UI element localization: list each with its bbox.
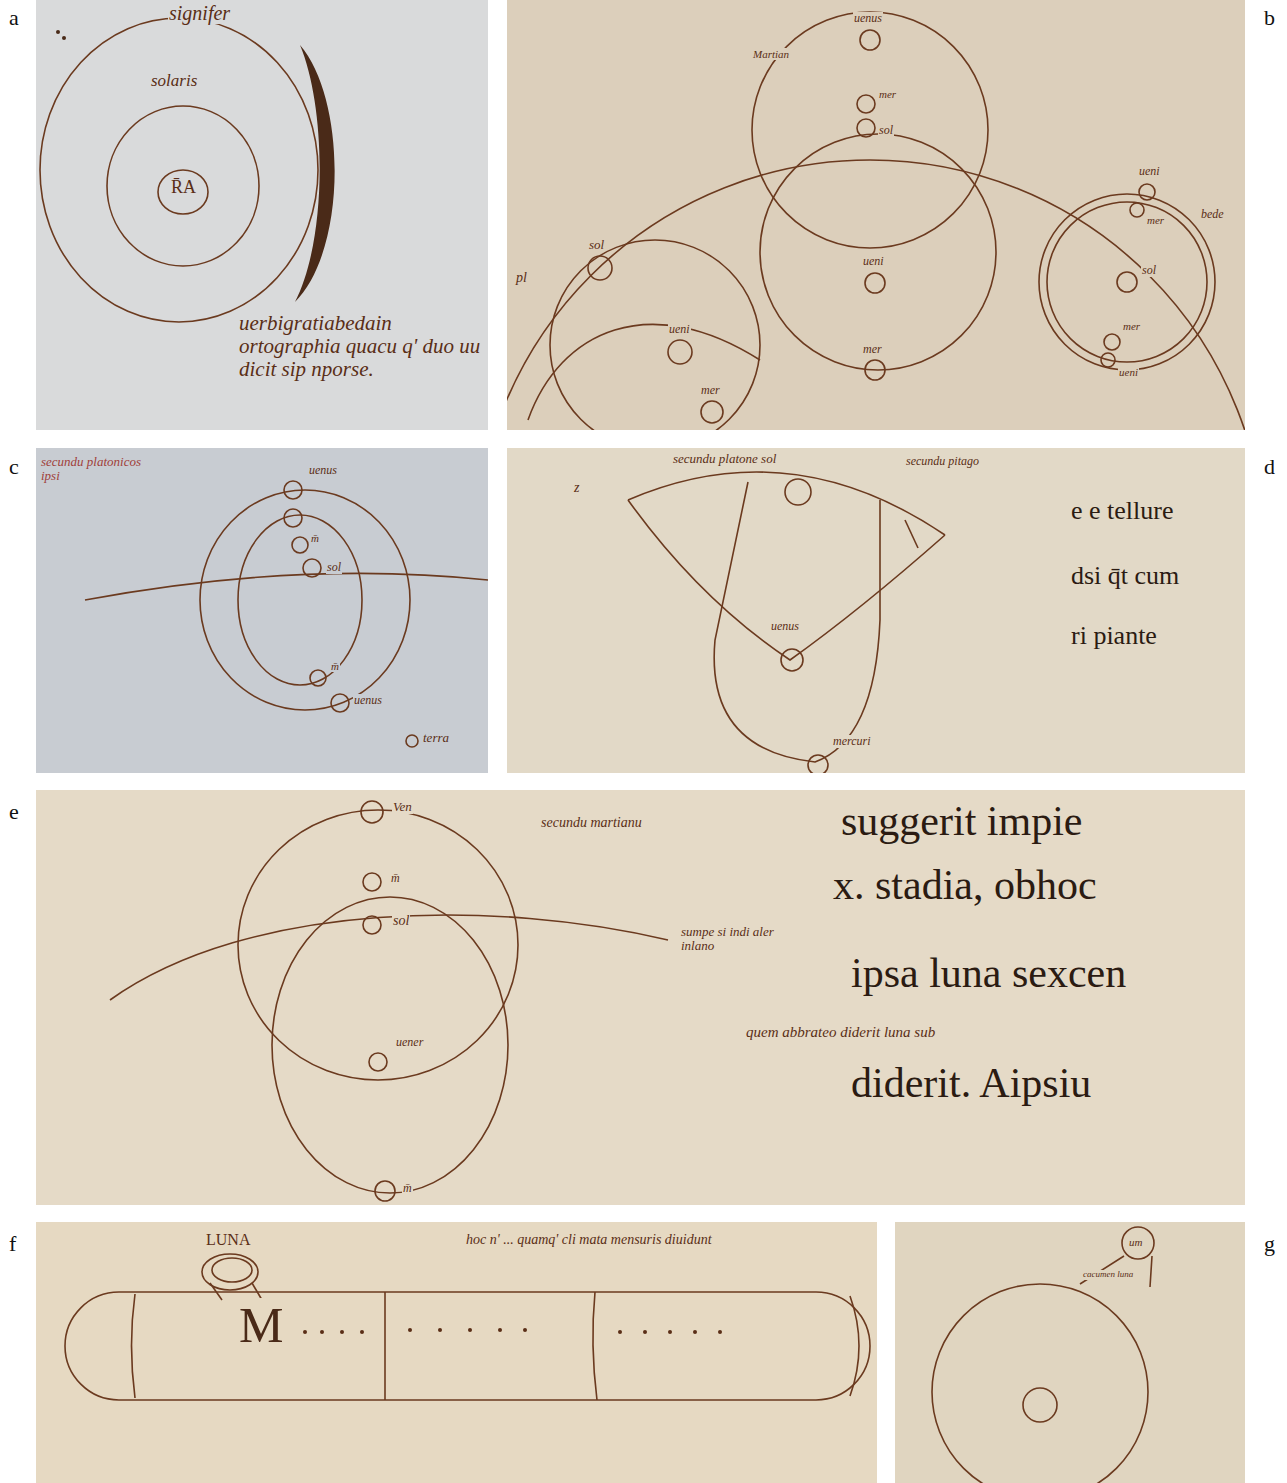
ink-label: solaris: [150, 72, 198, 91]
zodiac-diagram: [40, 18, 335, 322]
ink-label: ueni: [1118, 366, 1139, 378]
ink-label: uenus: [353, 694, 383, 707]
ink-label: uenus: [308, 464, 338, 477]
ink-label: uenus: [853, 12, 883, 25]
manuscript-panel: fLUNAMhoc n' ... quamq' cli mata mensuri…: [36, 1222, 877, 1483]
gloss-text: e e tellure: [1070, 497, 1175, 526]
ink-label: Martian: [752, 48, 790, 60]
manuscript-panel: eVensecundu martianum̄soluenerm̄sumpe si…: [36, 790, 1245, 1205]
orbit-diagram: [110, 801, 668, 1201]
ink-label: cacumen luna: [1082, 1270, 1134, 1280]
orbit-diagram: [507, 12, 1245, 430]
parchment-ground: [36, 1222, 877, 1483]
panel-letter: f: [8, 1232, 17, 1256]
ink-label: secundu pitago: [905, 455, 980, 468]
gloss-text: uerbigratiabedain ortographia quacu q' d…: [238, 312, 485, 381]
panel-letter: c: [8, 455, 20, 479]
climate-band-diagram: [65, 1254, 870, 1400]
manuscript-panel: gumcacumen luna: [895, 1222, 1245, 1483]
ink-label: ueni: [862, 255, 885, 268]
parchment-ground: [36, 790, 1245, 1205]
gloss-text: diderit. Aipsiu: [850, 1060, 1092, 1106]
gloss-text: x. stadia, obhoc: [832, 862, 1098, 908]
ink-label: mer: [1146, 214, 1165, 226]
ink-label: m̄: [330, 660, 340, 672]
ink-label: LUNA: [205, 1231, 251, 1249]
ink-label: quem abbrateo diderit luna sub: [745, 1024, 936, 1041]
ink-label: uener: [395, 1036, 424, 1049]
ink-label: m̄: [402, 1182, 413, 1195]
gloss-text: hoc n' ... quamq' cli mata mensuris diui…: [465, 1232, 857, 1247]
manuscript-panel: bMartianuenusmersoluenimersoluenimerplue…: [507, 0, 1245, 430]
ink-label: m̄: [390, 872, 401, 885]
ink-label: pl: [515, 270, 528, 285]
ink-label: ueni: [1138, 165, 1161, 178]
ink-label: ueni: [668, 323, 691, 336]
ink-label: sol: [878, 124, 894, 137]
ink-label: mer: [700, 384, 721, 397]
parchment-ground: [507, 448, 1245, 773]
ink-label: bede: [1200, 208, 1225, 221]
ink-label: m̄: [310, 532, 320, 544]
ink-label: R̄A: [170, 178, 197, 198]
ink-label: mer: [878, 88, 897, 100]
panel-letter: a: [8, 6, 20, 30]
ink-label: uenus: [770, 620, 800, 633]
panel-letter: g: [1263, 1232, 1276, 1256]
ink-label: signifer: [168, 2, 231, 24]
ink-label: sol: [326, 561, 342, 574]
panel-letter: b: [1263, 6, 1276, 30]
ink-label: sol: [1141, 264, 1157, 277]
ink-label: mercuri: [832, 735, 872, 748]
ink-label: terra: [422, 731, 450, 745]
orbit-diagram: [85, 481, 488, 747]
gloss-text: ri piante: [1070, 622, 1158, 651]
parchment-ground: [36, 448, 488, 773]
ink-label: mer: [1122, 320, 1141, 332]
ink-label: mer: [862, 343, 883, 356]
panel-letter: d: [1263, 455, 1276, 479]
panel-letter: e: [8, 800, 20, 824]
ink-label: Ven: [392, 800, 413, 814]
manuscript-panel: asignifersolarisR̄Auerbigratiabedain ort…: [36, 0, 488, 430]
ink-label: sol: [392, 913, 410, 928]
ink-label: M: [238, 1298, 284, 1353]
ink-label: secundu platone sol: [672, 452, 777, 466]
ink-label: z: [573, 480, 580, 495]
manuscript-panel: csecundu platonicos ipsiuenusm̄solm̄uenu…: [36, 448, 488, 773]
gloss-text: suggerit impie: [840, 798, 1083, 844]
orbit-diagram: [628, 472, 945, 773]
parchment-ground: [507, 0, 1245, 430]
manuscript-panel: dsecundu platone solsecundu pitagozuenus…: [507, 448, 1245, 773]
ink-label: sumpe si indi aler inlano: [680, 925, 777, 954]
parchment-ground: [895, 1222, 1245, 1483]
ink-label: secundu platonicos ipsi: [40, 455, 164, 484]
ink-label: sol: [588, 238, 605, 252]
parchment-ground: [36, 0, 488, 430]
ink-label: um: [1128, 1236, 1143, 1248]
gloss-text: dsi q̄t cum: [1070, 562, 1180, 591]
ink-label: secundu martianu: [540, 815, 643, 830]
gloss-text: ipsa luna sexcen: [850, 950, 1127, 996]
eclipse-diagram: [932, 1227, 1154, 1483]
